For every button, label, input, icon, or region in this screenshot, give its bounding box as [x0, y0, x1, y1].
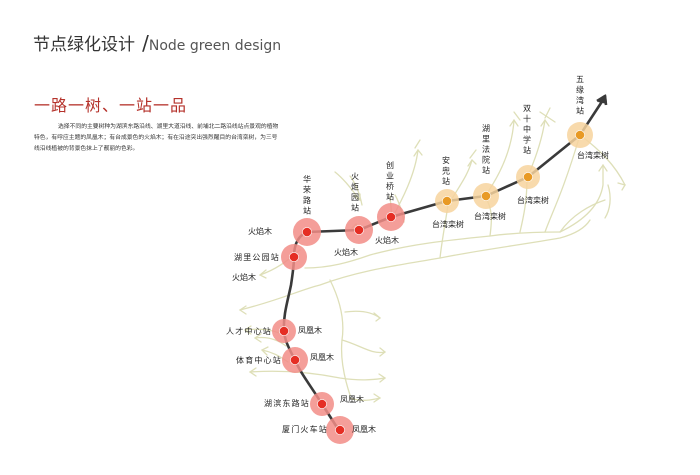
station-labels: 厦门火车站凤凰木湖滨东路站凤凰木体育中心站凤凰木人才中心站凤凰木湖里公园站火焰木…	[226, 75, 609, 434]
station-tree-label: 凤凰木	[310, 352, 334, 362]
station-dot[interactable]	[289, 252, 299, 262]
network-path	[544, 134, 581, 233]
station-dot[interactable]	[279, 326, 289, 336]
station-dot[interactable]	[335, 425, 345, 435]
network-path	[559, 164, 604, 233]
network-path	[254, 336, 287, 347]
network-arrow	[353, 193, 361, 202]
network-arrow	[379, 347, 387, 357]
network-arrow	[413, 148, 423, 157]
network-path	[414, 111, 556, 159]
station-dot[interactable]	[442, 196, 452, 206]
metro-line-arrow-tip	[598, 94, 607, 104]
network-path	[341, 339, 386, 354]
station-dots	[279, 130, 585, 435]
station-name: 体育中心站	[236, 355, 282, 365]
page-title: 节点绿化设计 /Node green design	[33, 30, 281, 55]
station-tree-label: 火焰木	[334, 247, 358, 257]
network-arrow	[617, 182, 626, 191]
station-name: 湖滨东路站	[264, 398, 310, 408]
network-arrow	[373, 312, 382, 322]
station-tree-label: 凤凰木	[298, 325, 322, 335]
page-title-english: Node green design	[148, 38, 282, 54]
network-arrow	[248, 367, 257, 377]
station-tree-label: 台湾栾树	[577, 150, 609, 160]
station-name: 湖里法院站	[482, 124, 490, 175]
station-dot[interactable]	[290, 355, 300, 365]
network-arrow	[238, 305, 247, 315]
station-name: 华荣路站	[303, 174, 311, 216]
network-path	[249, 370, 386, 381]
station-tree-label: 火焰木	[375, 235, 399, 245]
station-tree-label: 火焰木	[232, 272, 256, 282]
station-tree-label: 台湾栾树	[432, 219, 464, 229]
network-path	[344, 310, 381, 319]
station-name: 火炬园站	[351, 172, 359, 213]
network-path	[349, 397, 381, 401]
station-dot[interactable]	[575, 130, 585, 140]
network-path	[559, 199, 606, 233]
network-path	[304, 231, 561, 269]
network-path	[334, 171, 361, 201]
page-title-chinese: 节点绿化设计	[33, 35, 135, 55]
network-path	[513, 107, 551, 121]
network-arrow	[467, 158, 477, 167]
station-name: 五缘湾站	[576, 75, 584, 116]
network-arrow	[540, 118, 550, 127]
network-arrow	[253, 333, 262, 343]
station-name: 厦门火车站	[282, 424, 328, 434]
network-path	[349, 175, 363, 206]
network-arrow	[373, 393, 382, 403]
station-dot[interactable]	[354, 225, 364, 235]
station-tree-label: 台湾栾树	[474, 211, 506, 221]
station-dot[interactable]	[523, 172, 533, 182]
station-tree-label: 台湾栾树	[517, 195, 549, 205]
station-dot[interactable]	[317, 399, 327, 409]
description-body: 选择不同的主要树种为湖滨东路沿线、湖里大道沿线、前埔北二路沿线站点景观的植物特色…	[34, 124, 279, 152]
station-name: 双十中学站	[523, 104, 531, 155]
station-tree-label: 凤凰木	[340, 394, 364, 404]
station-name: 人才中心站	[226, 326, 272, 336]
station-tree-label: 凤凰木	[352, 424, 376, 434]
network-arrow	[378, 373, 387, 383]
station-dot[interactable]	[302, 227, 312, 237]
network-arrow	[598, 163, 608, 172]
station-tree-label: 火焰木	[248, 226, 272, 236]
description-text: 选择不同的主要树种为湖滨东路沿线、湖里大道沿线、前埔北二路沿线站点景观的植物特色…	[34, 122, 280, 155]
station-name: 创业桥站	[386, 160, 394, 202]
network-path	[604, 184, 611, 219]
metro-line	[282, 94, 608, 433]
station-name: 安兜站	[442, 155, 450, 186]
station-dot[interactable]	[386, 212, 396, 222]
station-halos	[272, 122, 593, 444]
page-title-separator: /	[142, 31, 149, 55]
station-name: 湖里公园站	[234, 252, 280, 262]
network-arrow	[243, 325, 252, 335]
network-arrow	[258, 269, 267, 279]
slogan-heading: 一路一树、一站一品	[34, 96, 188, 115]
network-arrow	[509, 118, 519, 127]
network-arrow	[260, 346, 269, 356]
station-dot[interactable]	[481, 191, 491, 201]
